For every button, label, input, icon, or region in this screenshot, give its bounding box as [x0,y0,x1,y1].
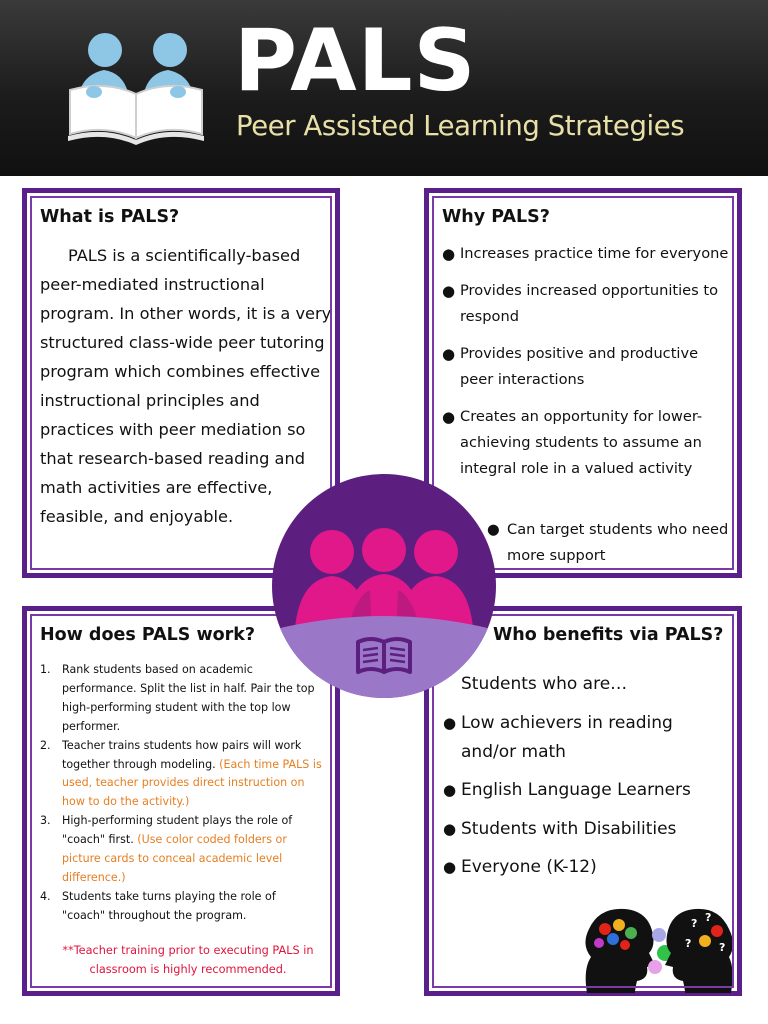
step-item: 2. Teacher trains students how pairs will… [40,737,322,813]
list-item-text: Everyone (K-12) [461,857,597,877]
benefits-list: Students who are… ●Low achievers in read… [443,671,733,892]
list-item: ●Everyone (K-12) [443,853,733,882]
step-text: Teacher trains students how pairs will w… [62,738,302,771]
step-item: 1. Rank students based on academic perfor… [40,661,322,737]
list-item-text: Provides positive and productive peer in… [460,345,699,388]
list-item: ●Low achievers in reading and/or math [443,709,733,766]
list-item-text: Students with Disabilities [461,818,677,839]
paragraph-text: PALS is a scientifically-based peer-medi… [40,246,332,526]
header-banner: PALS Peer Assisted Learning Strategies [0,0,768,176]
footnote: **Teacher training prior to executing PA… [62,944,314,976]
card-title: How does PALS work? [40,625,256,645]
bullet-dot-icon: ● [443,714,457,732]
how-pals-works-card: How does PALS work? 1. Rank students base… [22,606,340,996]
benefits-intro: Students who are… [461,674,628,694]
step-text: Students take turns playing the role of … [62,889,276,922]
what-is-pals-card: What is PALS? PALS is a scientifically-b… [22,188,340,578]
card-title: Who benefits via PALS? [493,625,724,645]
bullet-dot-icon: ● [442,345,456,363]
list-item-text: Can target students who need more suppor… [507,521,729,564]
svg-text:?: ? [685,937,691,950]
list-item-text: Provides increased opportunities to resp… [460,282,719,325]
sub-list-item: ● Can target students who need more suppo… [487,517,747,569]
step-number: 3. [40,814,51,828]
list-item: ●Provides positive and productive peer i… [442,341,730,393]
svg-text:?: ? [719,941,725,954]
bullet-dot-icon: ● [442,245,456,263]
list-item: ●Creates an opportunity for lower-achiev… [442,404,730,482]
step-note: (Each time PALS is used, teacher provide… [62,757,322,809]
steps-list: 1. Rank students based on academic perfor… [40,661,322,926]
list-item: ●Provides increased opportunities to res… [442,278,730,330]
bullet-dot-icon: ● [443,781,457,799]
step-text: High-performing student plays the role o… [62,814,293,847]
step-number: 2. [40,738,51,752]
who-benefits-card: Who benefits via PALS? Students who are…… [424,606,742,996]
step-item: 3. High-performing student plays the role… [40,812,322,888]
svg-text:?: ? [691,917,697,930]
brand-subtitle: Peer Assisted Learning Strategies [236,110,685,142]
svg-text:?: ? [705,911,711,924]
list-item-text: Creates an opportunity for lower-achievi… [460,408,703,477]
list-item: ●Increases practice time for everyone [442,241,730,267]
step-number: 1. [40,663,51,676]
open-book-icon [356,637,412,674]
list-item-text: Low achievers in reading and/or math [461,713,673,762]
bullet-dot-icon: ● [487,521,500,538]
why-pals-list: ●Increases practice time for everyone ●P… [442,241,730,493]
list-item-text: English Language Learners [461,780,691,800]
card-title: What is PALS? [40,207,180,227]
brand-title: PALS [234,11,477,111]
step-item: 4. Students take turns playing the role o… [40,888,322,926]
step-text: Rank students based on academic performa… [62,663,315,733]
card-title: Why PALS? [442,207,550,227]
pals-emblem [272,474,496,698]
bullet-dot-icon: ● [443,858,457,876]
bullet-dot-icon: ● [442,408,456,426]
list-item: ●Students with Disabilities [443,815,733,844]
step-number: 4. [40,889,51,903]
list-item: ●English Language Learners [443,776,733,805]
thinking-heads-icon: ? ? ? ? [585,908,733,993]
step-note: (Use color coded folders or picture card… [62,833,287,884]
what-is-pals-text: PALS is a scientifically-based peer-medi… [40,241,338,531]
list-item-text: Increases practice time for everyone [460,245,729,262]
bullet-dot-icon: ● [442,282,456,300]
bullet-dot-icon: ● [443,819,457,838]
why-pals-card: Why PALS? ●Increases practice time for e… [424,188,742,578]
two-readers-book-icon [68,33,204,145]
